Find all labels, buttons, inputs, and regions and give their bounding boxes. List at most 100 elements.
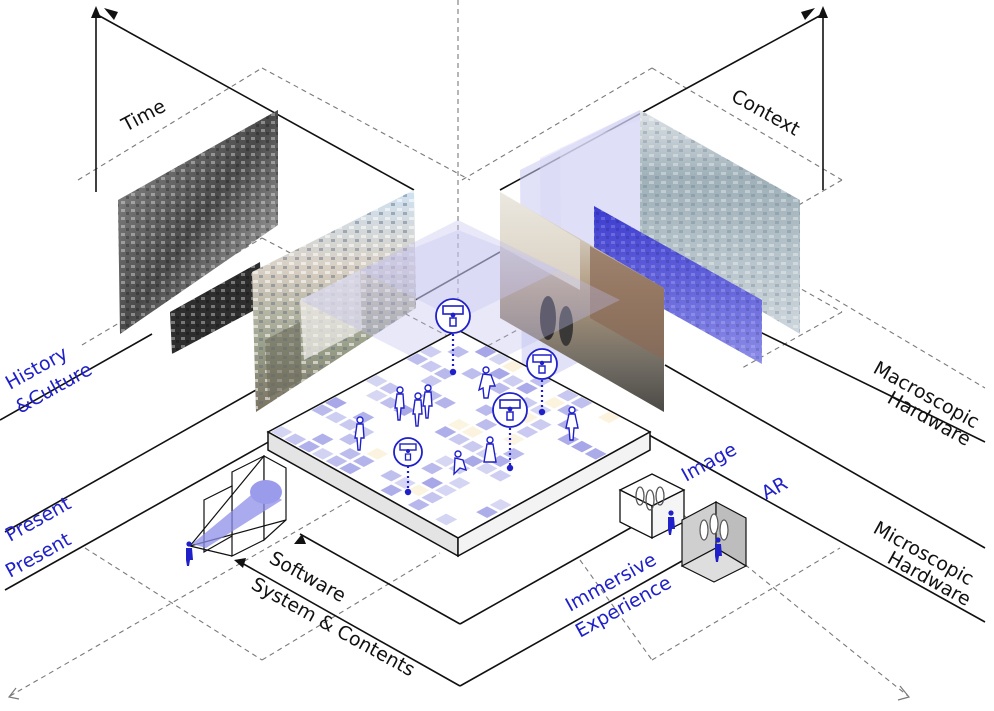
- blue-filtered-photo: [594, 206, 762, 364]
- map-cell: [365, 375, 388, 387]
- map-cell: [461, 426, 484, 438]
- map-cell: [474, 346, 497, 358]
- map-cell: [502, 375, 524, 387]
- historic-photo: [118, 110, 278, 354]
- map-cell: [502, 360, 524, 373]
- map-cell: [502, 448, 525, 460]
- label-ar: AR: [758, 472, 792, 504]
- map-cell: [570, 397, 593, 409]
- map-cell: [311, 404, 334, 416]
- map-cell: [433, 367, 456, 380]
- map-cell: [352, 411, 375, 424]
- map-cell: [366, 448, 389, 460]
- map-cell: [475, 404, 497, 416]
- pedestrian-icon: [483, 436, 497, 463]
- map-cell: [352, 455, 375, 467]
- map-cell: [557, 433, 580, 446]
- map-cell: [421, 477, 444, 489]
- viewer-icon: [186, 541, 193, 566]
- map-cell: [270, 426, 293, 438]
- label-image: Image: [678, 438, 741, 486]
- map-cell: [420, 360, 442, 373]
- map-cell: [311, 433, 334, 446]
- map-cell: [298, 440, 320, 453]
- map-cell: [448, 477, 471, 489]
- arrow-heads: [91, 6, 828, 568]
- pedestrian-icon: [453, 450, 468, 476]
- map-cell: [488, 353, 511, 365]
- label-time: Time: [117, 95, 169, 137]
- map-cell: [529, 418, 552, 431]
- map-cell: [462, 455, 484, 467]
- map-cell: [339, 448, 361, 460]
- viewing-frustum: [189, 454, 287, 557]
- aerial-photo: [640, 110, 800, 334]
- map-cell: [476, 506, 498, 518]
- map-cell: [406, 353, 429, 365]
- map-cell: [284, 433, 307, 446]
- map-cell: [571, 440, 593, 453]
- map-cell: [584, 448, 607, 460]
- map-cell: [461, 440, 484, 453]
- map-cell: [516, 426, 539, 438]
- map-cell: [434, 455, 457, 467]
- person-with-frame-icon: [435, 298, 471, 334]
- map-cell: [325, 455, 348, 467]
- map-cell: [448, 433, 470, 446]
- map-cell: [461, 367, 483, 380]
- map-cell: [448, 418, 470, 431]
- map-cell: [339, 462, 362, 475]
- map-cell: [380, 469, 403, 482]
- map-cell: [556, 389, 579, 402]
- marker-icons: [393, 298, 558, 467]
- marker-dots: [404, 368, 546, 496]
- map-cell: [434, 426, 457, 438]
- map-cell: [407, 484, 430, 497]
- map-cell: [543, 397, 566, 409]
- pedestrian-icon: [412, 392, 423, 427]
- pedestrian-icon: [477, 366, 496, 399]
- ar-booth: [680, 501, 748, 583]
- map-cell: [407, 499, 430, 511]
- map-cell: [325, 397, 347, 409]
- person-with-frame-icon: [393, 437, 423, 467]
- pedestrian-icons: [354, 366, 579, 476]
- map-cell: [434, 397, 456, 409]
- map-cell: [421, 462, 443, 475]
- map-cell: [515, 382, 538, 395]
- map-cell: [379, 382, 402, 395]
- map-cell: [447, 346, 470, 358]
- pedestrian-icon: [394, 386, 405, 421]
- map-cell: [365, 389, 388, 402]
- map-cell: [488, 367, 511, 380]
- pedestrian-icon: [565, 406, 579, 441]
- viewer-icon: [668, 510, 722, 562]
- map-cell: [502, 433, 525, 446]
- pedestrian-icon: [422, 384, 433, 419]
- map-cell: [339, 433, 361, 446]
- label-context: Context: [728, 85, 804, 140]
- map-cell: [394, 477, 416, 489]
- map-cell: [475, 418, 498, 431]
- map-cell: [435, 513, 458, 526]
- street-photo: [500, 192, 664, 412]
- marker-stems: [406, 334, 544, 492]
- map-cell: [489, 469, 512, 482]
- map-cell: [420, 346, 442, 358]
- map-cell: [435, 484, 457, 497]
- map-cell: [338, 418, 361, 431]
- map-grid-cells: [270, 346, 620, 526]
- person-with-frame-icon: [492, 392, 528, 428]
- map-cell: [311, 448, 334, 460]
- map-cell: [421, 491, 444, 504]
- image-booth: [618, 473, 686, 540]
- pedestrian-icon: [354, 416, 365, 451]
- map-cell: [475, 462, 498, 475]
- map-cell: [489, 499, 512, 511]
- dashed-arrow-heads: [7, 685, 911, 701]
- map-cell: [598, 411, 620, 424]
- person-with-frame-icon: [526, 348, 558, 380]
- map-cell: [420, 375, 443, 387]
- city-map-slab: [266, 329, 652, 558]
